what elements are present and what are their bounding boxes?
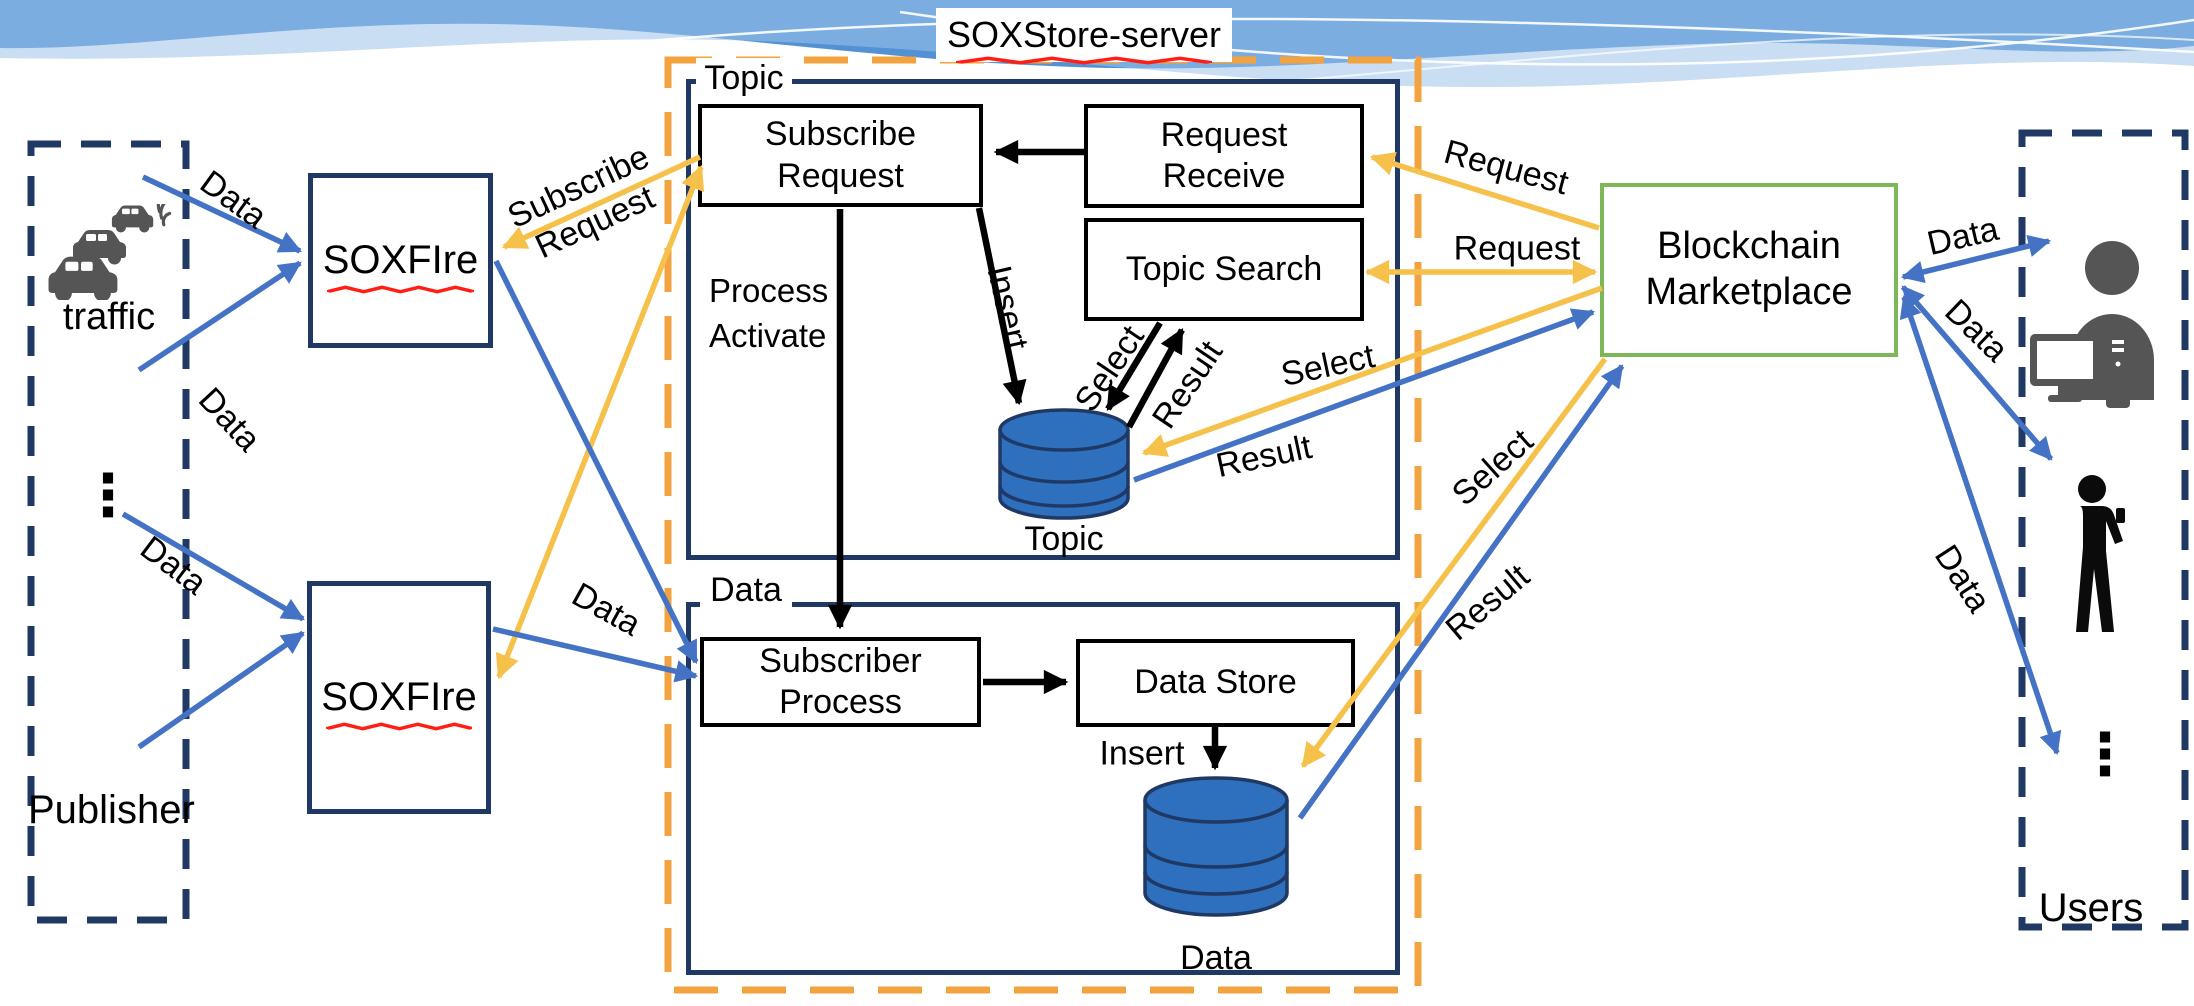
blockchain-marketplace-box: Blockchain Marketplace: [1600, 183, 1898, 357]
topic-search-label: Topic Search: [1125, 249, 1323, 288]
car-icon: [48, 256, 118, 300]
blockchain-marketplace-label: Blockchain Marketplace: [1645, 225, 1853, 313]
user-phone-icon: [2076, 475, 2125, 632]
spellcheck-squiggle: [327, 285, 474, 294]
request-receive-label: Request Receive: [1160, 115, 1288, 195]
subscribe-request-label: Subscribe Request: [764, 115, 917, 195]
subscriber-process-label: Subscriber Process: [759, 641, 922, 721]
user-computer-icon: [2030, 241, 2154, 408]
subscriber-process-box: Subscriber Process: [700, 637, 981, 727]
car-icon: [111, 205, 154, 233]
subscribe-request-box: Subscribe Request: [698, 104, 983, 207]
soxfire-top-box: SOXFIre: [308, 173, 493, 348]
wifi-icon: [156, 204, 176, 227]
soxfire-top-label: SOXFIre: [322, 238, 479, 283]
topic-search-box: Topic Search: [1084, 218, 1364, 321]
soxfire-bottom-box: SOXFIre: [307, 581, 491, 814]
data-store-box: Data Store: [1076, 639, 1355, 727]
traffic-cars-icon: [48, 204, 176, 300]
data-store-label: Data Store: [1134, 663, 1297, 702]
spellcheck-squiggle: [325, 722, 473, 731]
request-receive-box: Request Receive: [1084, 104, 1364, 208]
soxfire-top-label-wrap: SOXFIre: [321, 236, 481, 294]
soxfire-bottom-label: SOXFIre: [321, 675, 477, 720]
soxfire-bottom-label-wrap: SOXFIre: [319, 673, 479, 731]
